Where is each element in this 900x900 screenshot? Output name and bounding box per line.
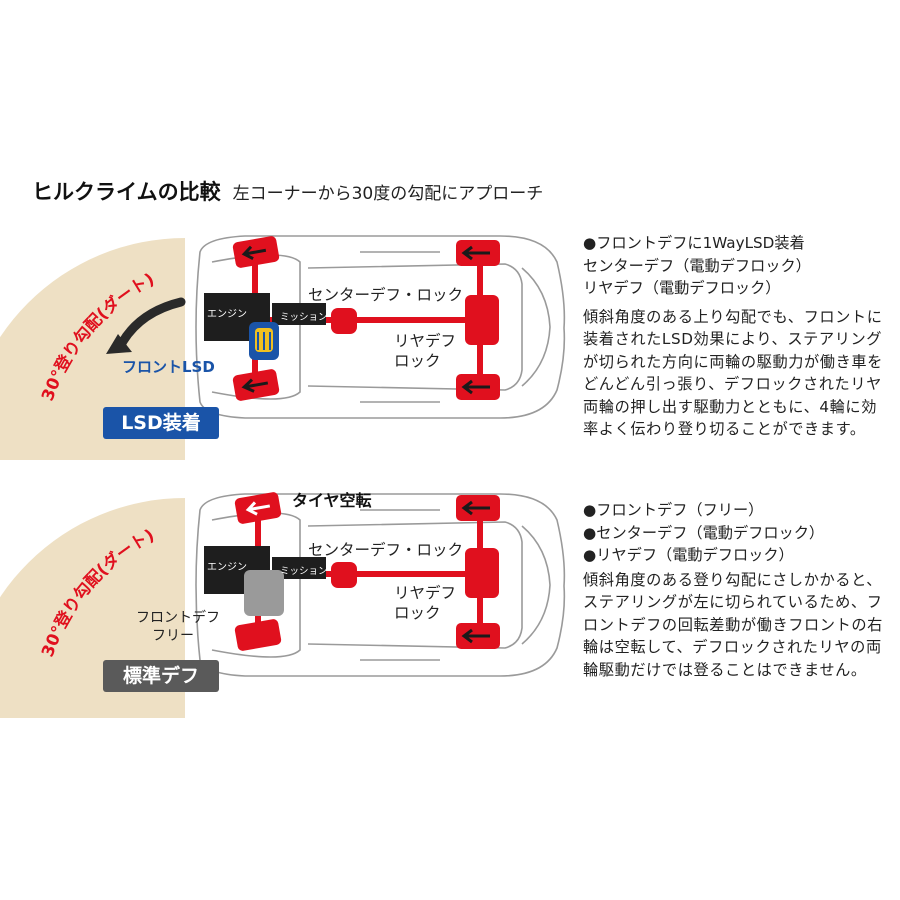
page-title: ヒルクライムの比較 [32, 180, 221, 204]
front-diff-label-line1: フロントデフ [136, 610, 220, 626]
center-diff-label: センターデフ・ロック [308, 286, 464, 304]
bullet-item: ●フロントデフ（フリー） [583, 501, 764, 519]
front-lsd-label: フロントLSD [122, 358, 215, 376]
rear-right-wheel [456, 374, 500, 400]
front-lsd-icon [249, 322, 279, 360]
mission-block [272, 557, 326, 579]
engine-label: エンジン [207, 562, 247, 573]
rear-right-wheel [456, 623, 500, 649]
center-diff [331, 562, 357, 588]
center-diff-label: センターデフ・ロック [308, 541, 464, 559]
bullet-item: センターデフ（電動デフロック） [583, 256, 811, 275]
bullet-item: ●リヤデフ（電動デフロック） [583, 546, 794, 564]
rear-left-wheel [456, 495, 500, 521]
front-right-wheel [234, 619, 282, 651]
front-left-wheel-spinning [234, 492, 282, 524]
rear-diff-label-line2: ロック [394, 352, 441, 370]
standard-bullet-list: ●フロントデフ（フリー） ●センターデフ（電動デフロック） ●リヤデフ（電動デフ… [583, 499, 883, 567]
standard-diff-badge: 標準デフ [103, 660, 219, 692]
engine-label: エンジン [207, 309, 247, 320]
standard-diagram: 30°登り勾配(ダート) [0, 492, 566, 718]
rear-diff-label-line1: リヤデフ [394, 584, 457, 602]
description-text: 傾斜角度のある上り勾配でも、フロントに装着されたLSD効果により、ステアリングが… [583, 307, 883, 439]
rear-diff-label-line1: リヤデフ [394, 332, 457, 350]
front-diff-label-line2: フリー [152, 628, 194, 644]
front-diff-free [244, 570, 284, 616]
lsd-description: ●フロントデフに1WayLSD装着 センターデフ（電動デフロック） リヤデフ（電… [583, 232, 883, 441]
rear-diff-label-line2: ロック [394, 604, 441, 622]
front-right-wheel [232, 369, 280, 401]
bullet-item: ●フロントデフに1WayLSD装着 [583, 234, 805, 252]
turn-arrow-icon [106, 297, 186, 354]
car-outline [195, 235, 566, 419]
mission-label: ミッション [280, 312, 328, 323]
rear-left-wheel [456, 240, 500, 266]
center-diff [331, 308, 357, 334]
rear-diff [465, 295, 499, 345]
lsd-bullet-list: ●フロントデフに1WayLSD装着 センターデフ（電動デフロック） リヤデフ（電… [583, 232, 883, 300]
bullet-item: リヤデフ（電動デフロック） [583, 279, 781, 297]
car-outline [195, 493, 566, 677]
bullet-item: ●センターデフ（電動デフロック） [583, 523, 825, 542]
slope-fan [0, 238, 185, 460]
mission-block [272, 303, 326, 325]
rear-diff [465, 548, 499, 598]
mission-label: ミッション [280, 566, 328, 577]
lsd-panel: 30°登り勾配(ダート) エンジン ミッション センターデフ・ロック リヤデフ … [0, 232, 883, 460]
lsd-badge: LSD装着 [103, 407, 219, 439]
tire-spin-label: タイヤ空転 [292, 491, 372, 510]
header: ヒルクライムの比較 左コーナーから30度の勾配にアプローチ [32, 176, 543, 206]
front-left-wheel [232, 236, 280, 268]
standard-panel: 30°登り勾配(ダート) タイヤ空転 エンジン ミッション センターデフ・ロック… [0, 470, 900, 720]
page-subtitle: 左コーナーから30度の勾配にアプローチ [232, 184, 544, 204]
description-text: 傾斜角度のある登り勾配にさしかかると、ステアリングが左に切られているため、フロン… [583, 570, 883, 679]
standard-description: ●フロントデフ（フリー） ●センターデフ（電動デフロック） ●リヤデフ（電動デフ… [583, 499, 883, 681]
lsd-diagram: 30°登り勾配(ダート) [0, 235, 566, 460]
